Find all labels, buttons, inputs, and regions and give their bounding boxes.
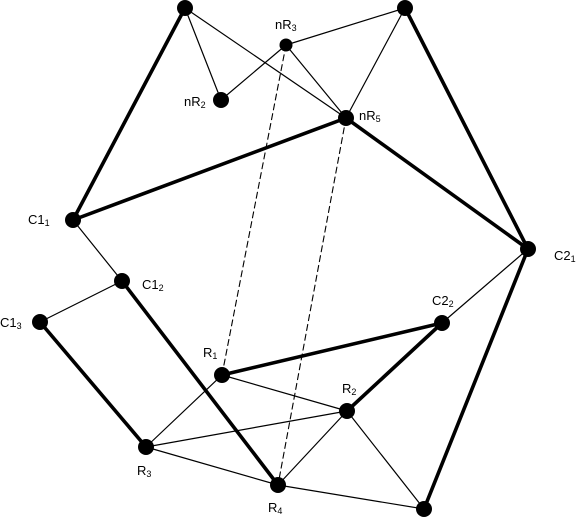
node-label-R1: R1 — [203, 345, 217, 361]
node-label-sub-R3: 3 — [146, 469, 151, 479]
edge-C21-bottom-right — [422, 247, 530, 511]
edge-C21-C22 — [441, 248, 529, 324]
node-label-sub-C13: 3 — [17, 321, 22, 331]
edge-top-left-nR2 — [184, 7, 222, 101]
edge-nR3-nR5 — [285, 44, 347, 119]
node-C11 — [65, 212, 81, 228]
edge-C12-C13 — [39, 280, 123, 323]
edge-nR3-nR2 — [220, 44, 287, 101]
edge-R3-R4 — [145, 446, 279, 486]
edge-R1-R3 — [145, 374, 223, 448]
node-label-sub-C22: 2 — [449, 299, 454, 309]
edge-R1-R2 — [221, 374, 348, 412]
node-label-R2: R2 — [342, 381, 356, 397]
node-label-nR2: nR2 — [184, 94, 206, 110]
node-label-nR5: nR5 — [359, 108, 381, 124]
node-label-C12: C12 — [142, 277, 164, 293]
node-nR3 — [279, 38, 293, 52]
node-label-sub-R2: 2 — [351, 387, 356, 397]
node-label-sub-C12: 2 — [159, 283, 164, 293]
node-label-sub-nR2: 2 — [201, 100, 206, 110]
node-R3 — [138, 439, 154, 455]
edge-R4-R2 — [277, 410, 348, 486]
edge-R3-R2 — [145, 410, 348, 448]
node-bottom-right — [416, 501, 432, 517]
node-label-C22: C22 — [432, 293, 454, 309]
edge-C13-R3 — [38, 320, 148, 449]
node-top-left — [177, 0, 193, 16]
node-label-nR3: nR3 — [275, 17, 297, 33]
node-label-C13: C13 — [0, 315, 22, 331]
node-label-sub-R4: 4 — [277, 506, 282, 516]
edges-layer — [38, 6, 530, 511]
node-label-C21: C21 — [554, 248, 576, 264]
nodes-layer — [32, 0, 536, 517]
edge-R4-bottom-right — [277, 484, 425, 510]
edge-nR5-C21 — [344, 116, 530, 251]
edge-C12-R4 — [120, 279, 280, 487]
node-label-sub-nR5: 5 — [376, 114, 381, 124]
node-label-sub-nR3: 3 — [292, 23, 297, 33]
node-label-C11: C11 — [28, 212, 50, 228]
node-C22 — [434, 315, 450, 331]
node-label-sub-C11: 1 — [45, 218, 50, 228]
node-label-R3: R3 — [137, 463, 151, 479]
node-C21 — [520, 241, 536, 257]
edge-R2-bottom-right — [346, 410, 425, 510]
node-label-sub-C21: 1 — [571, 254, 576, 264]
node-C13 — [32, 314, 48, 330]
node-label-sub-R1: 1 — [212, 351, 217, 361]
node-C12 — [114, 273, 130, 289]
node-label-R4: R4 — [268, 500, 282, 516]
edge-nR3-R1 — [221, 44, 287, 376]
edge-top-left-C11 — [71, 6, 187, 222]
edge-C11-C12 — [72, 219, 123, 282]
edge-top-right-nR3 — [285, 7, 406, 46]
edge-nR5-R4 — [277, 117, 347, 486]
node-R2 — [339, 403, 355, 419]
node-nR2 — [213, 92, 229, 108]
node-top-right — [397, 0, 413, 16]
node-R4 — [270, 477, 286, 493]
node-R1 — [214, 367, 230, 383]
edge-C22-R2 — [345, 321, 444, 413]
node-nR5 — [338, 110, 354, 126]
edge-top-right-C21 — [403, 6, 530, 251]
edge-top-right-nR5 — [345, 7, 406, 119]
edge-C22-R1 — [220, 321, 444, 377]
edge-nR5-C11 — [71, 116, 348, 222]
